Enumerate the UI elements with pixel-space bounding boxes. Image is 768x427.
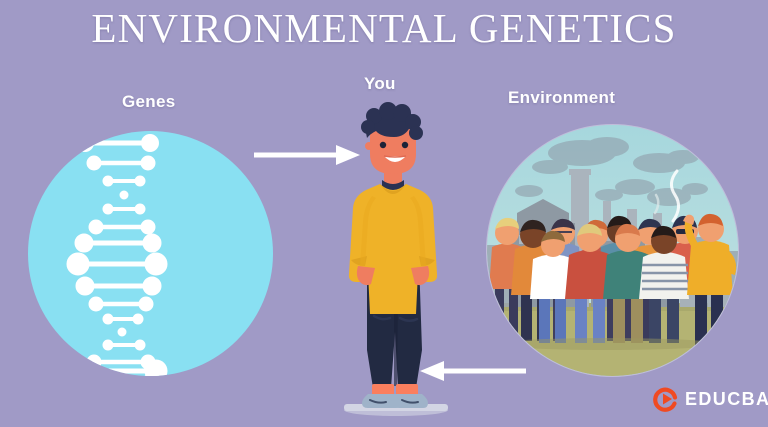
dna-helix-icon (66, 134, 168, 376)
educba-play-logo-icon (653, 387, 678, 412)
page-title: ENVIRONMENTAL GENETICS (91, 5, 677, 51)
standing-person-illustration (344, 102, 448, 416)
environment-circle (487, 125, 738, 376)
crowd-with-factories-illustration (487, 125, 738, 376)
you-label: You (364, 74, 396, 93)
arrow-right (254, 145, 360, 165)
arrow-left (420, 361, 526, 381)
genes-label: Genes (122, 92, 176, 111)
educba-logo-text: EDUCBA (685, 388, 768, 409)
environment-label: Environment (508, 88, 616, 107)
educba-logo[interactable]: EDUCBA (653, 386, 768, 412)
genes-circle (28, 131, 273, 376)
